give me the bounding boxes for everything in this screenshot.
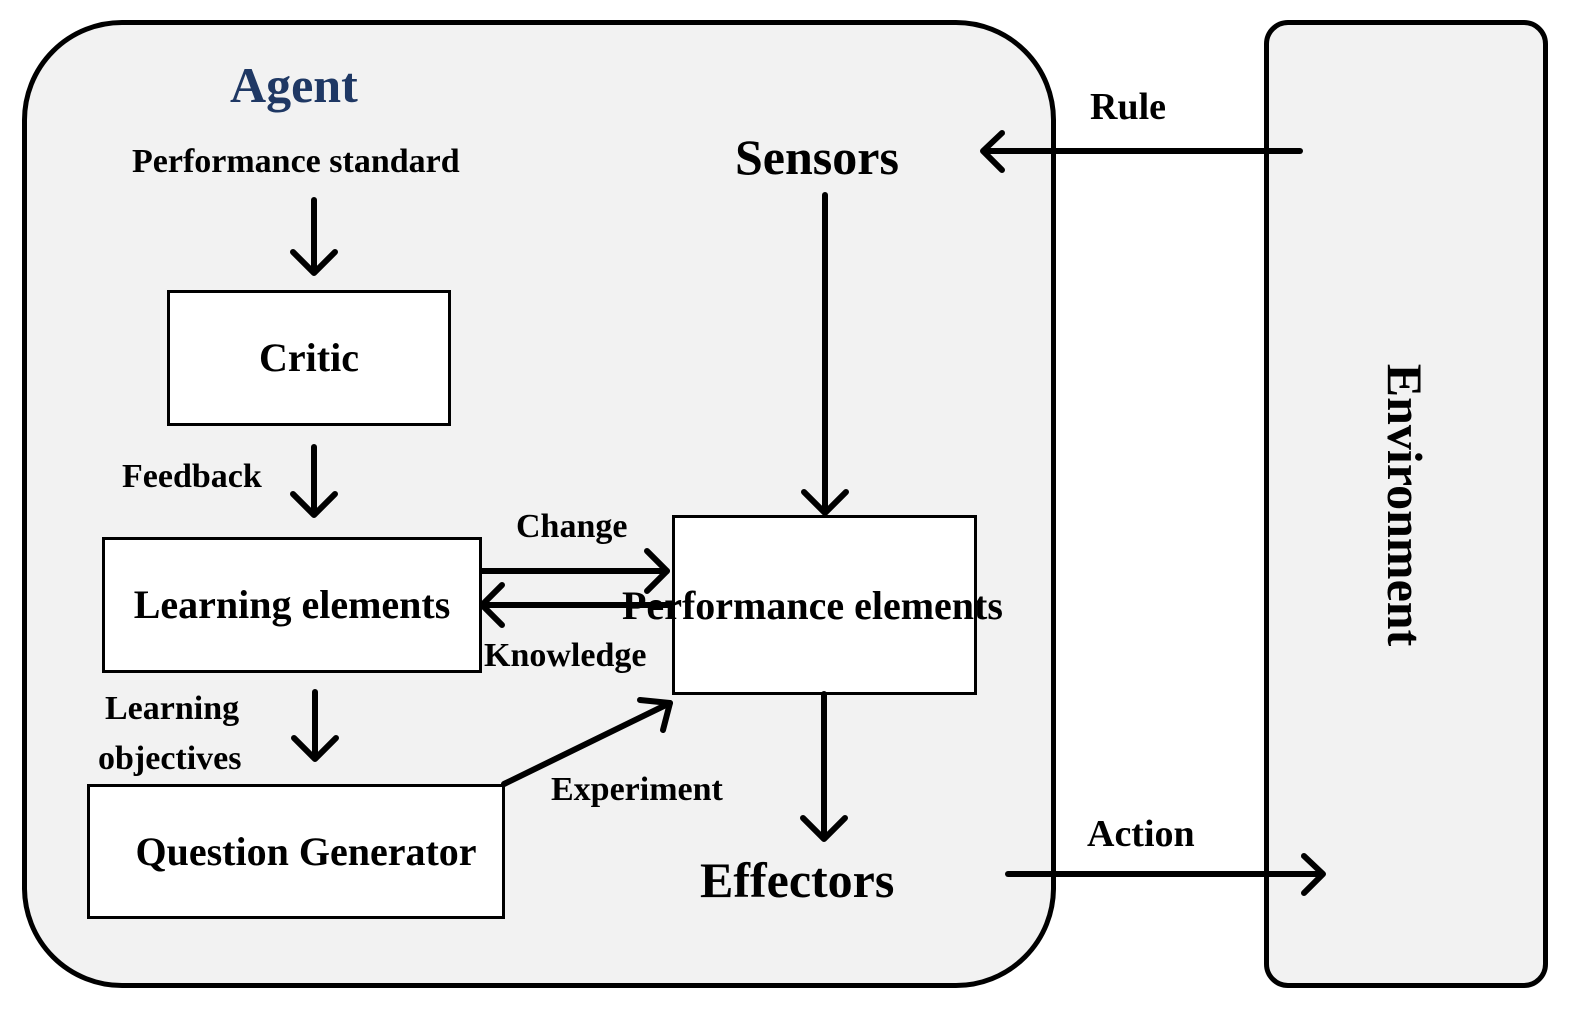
agent-title: Agent [230,57,358,113]
question-generator-box [87,784,505,919]
learning-elements-box [102,537,482,673]
critic-box [167,290,451,426]
arrow-learning-objectives [291,689,339,762]
arrow-performance-to-effectors [800,691,848,842]
question-generator-label: Question Generator [135,829,477,874]
experiment-label: Experiment [551,771,723,808]
arrow-experiment [501,697,673,787]
arrow-sensors-to-performance [801,192,849,516]
sensors-label: Sensors [735,129,899,185]
action-label: Action [1087,813,1195,855]
learning-objectives-label-line2: objectives [98,740,242,777]
arrow-knowledge [479,582,675,628]
arrow-change [479,548,670,594]
arrow-action [1005,853,1326,896]
learning-objectives-label-line1: Learning [105,690,240,727]
critic-label: Critic [259,335,359,380]
arrow-standard-to-critic [290,197,338,276]
arrow-rule [980,130,1303,173]
environment-title: Environment [1377,363,1433,647]
arrow-feedback [290,444,338,518]
effectors-label: Effectors [700,852,895,908]
environment-panel [1264,20,1548,988]
learning-elements-label: Learning elements [133,582,451,627]
change-label: Change [516,508,628,545]
rule-label: Rule [1090,86,1166,128]
performance-elements-label: Performance elements [622,583,1003,628]
feedback-label: Feedback [122,458,262,495]
knowledge-label: Knowledge [484,637,647,674]
performance-standard-label: Performance standard [132,143,460,180]
